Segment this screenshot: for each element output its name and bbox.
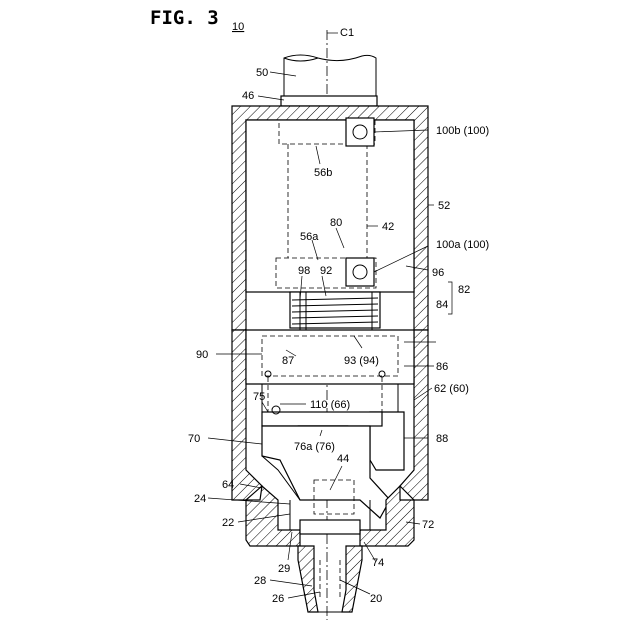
label-29: 29 <box>278 563 290 575</box>
label-52: 52 <box>438 200 450 212</box>
label-87: 87 <box>282 355 294 367</box>
label-84: 84 <box>436 299 448 311</box>
bar-75 <box>262 412 382 426</box>
label-26: 26 <box>272 593 284 605</box>
label-50: 50 <box>256 67 268 79</box>
sensor-100b <box>346 118 374 146</box>
label-92: 92 <box>320 265 332 277</box>
label-100b: 100b (100) <box>436 125 489 137</box>
label-20: 20 <box>370 593 382 605</box>
label-44: 44 <box>337 453 349 465</box>
label-56a: 56a <box>300 231 319 243</box>
label-64: 64 <box>222 479 234 491</box>
label-80: 80 <box>330 217 342 229</box>
label-70: 70 <box>188 433 200 445</box>
label-74: 74 <box>372 557 384 569</box>
label-28: 28 <box>254 575 266 587</box>
figure-title: FIG. 3 <box>150 7 219 29</box>
axis-label: C1 <box>340 27 354 39</box>
label-100a: 100a (100) <box>436 239 489 251</box>
label-90: 90 <box>196 349 208 361</box>
label-88: 88 <box>436 433 448 445</box>
label-42: 42 <box>382 221 394 233</box>
ref-main: 10 <box>232 21 244 33</box>
label-82: 82 <box>458 284 470 296</box>
label-24: 24 <box>194 493 206 505</box>
label-96: 96 <box>432 267 444 279</box>
label-76a: 76a (76) <box>294 441 335 453</box>
label-98: 98 <box>298 265 310 277</box>
label-75: 75 <box>253 391 265 403</box>
label-93: 93 (94) <box>344 355 379 367</box>
sensor-100a <box>346 258 374 286</box>
label-22: 22 <box>222 517 234 529</box>
plate-46 <box>281 96 377 106</box>
label-56b: 56b <box>314 167 332 179</box>
label-46: 46 <box>242 90 254 102</box>
label-110: 110 (66) <box>310 399 350 411</box>
tip-28 <box>298 546 362 612</box>
label-72: 72 <box>422 519 434 531</box>
seal-74 <box>300 520 360 534</box>
label-86: 86 <box>436 361 448 373</box>
coil-92 <box>290 292 380 330</box>
label-62: 62 (60) <box>434 383 469 395</box>
shaft-50 <box>284 55 376 96</box>
